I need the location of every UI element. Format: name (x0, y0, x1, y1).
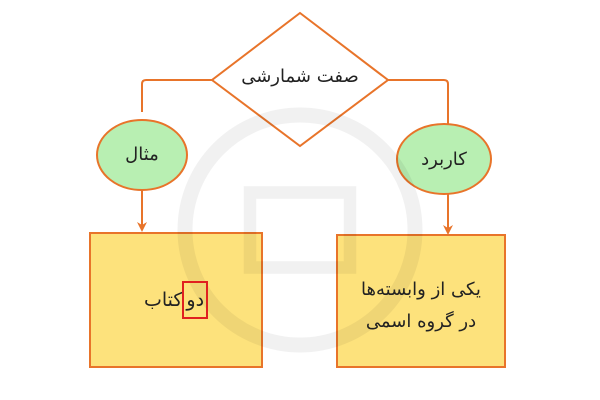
connector-left (141, 79, 212, 112)
oval-example (96, 119, 188, 191)
example-label: مثال (125, 144, 159, 165)
usage-label: کاربرد (421, 149, 467, 170)
highlighted-word: دو (182, 281, 209, 319)
watermark-logo (177, 107, 423, 353)
root-label: صفت شمارشی (241, 66, 359, 87)
usage-line-1: یکی از وابسته‌ها (361, 279, 481, 300)
usage-box-text: یکی از وابسته‌ها در گروه اسمی (337, 274, 505, 338)
box-example (89, 232, 263, 368)
usage-line-2: در گروه اسمی (365, 311, 477, 332)
example-noun: کتاب (143, 289, 183, 311)
box-usage (336, 234, 506, 368)
root-diamond (210, 11, 390, 148)
oval-usage (396, 123, 492, 195)
example-box-text: دوکتاب (90, 281, 262, 319)
connector-right (388, 79, 449, 124)
